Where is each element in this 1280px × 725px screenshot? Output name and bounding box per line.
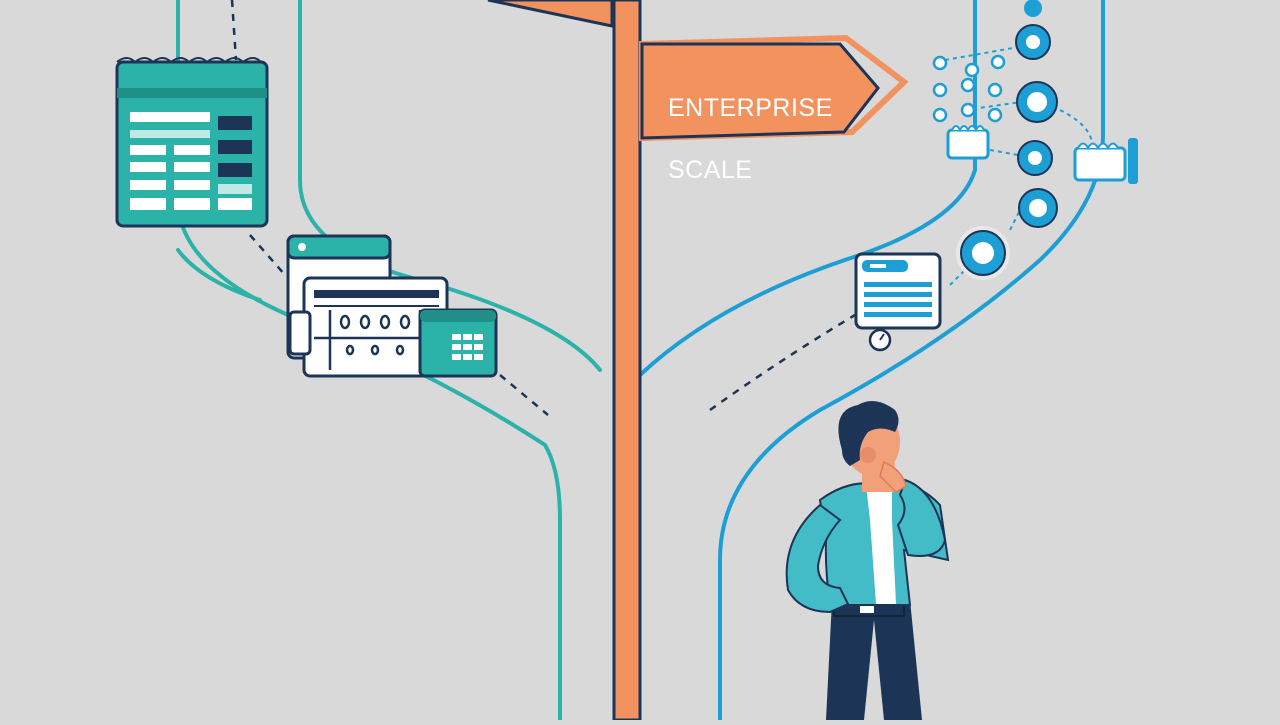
spreadsheet-icon xyxy=(115,57,269,228)
signpost xyxy=(487,0,909,722)
sign-line-2: SCALE xyxy=(668,156,753,184)
left-sign-board xyxy=(487,0,614,28)
calendar-window-icon xyxy=(286,234,449,378)
database-icon xyxy=(946,125,1138,184)
person-hand xyxy=(879,460,907,493)
right-path-dashes xyxy=(709,313,856,412)
person-arm-left xyxy=(785,503,850,614)
person-arm-right xyxy=(896,478,947,557)
sign-line-1: ENTERPRISE xyxy=(668,94,833,122)
thinking-person xyxy=(785,401,950,720)
signpost-pole xyxy=(612,0,642,722)
left-path-dashes xyxy=(230,0,549,416)
node-network-icon xyxy=(932,0,1138,286)
gear-icon xyxy=(956,0,1058,280)
person-trousers xyxy=(826,600,922,720)
dashboard-window-icon xyxy=(854,252,942,352)
person-hair xyxy=(838,401,899,466)
small-table-icon xyxy=(418,308,498,378)
enterprise-scale-sign xyxy=(640,42,880,140)
enterprise-scale-label: ENTERPRISE SCALE xyxy=(668,62,868,217)
